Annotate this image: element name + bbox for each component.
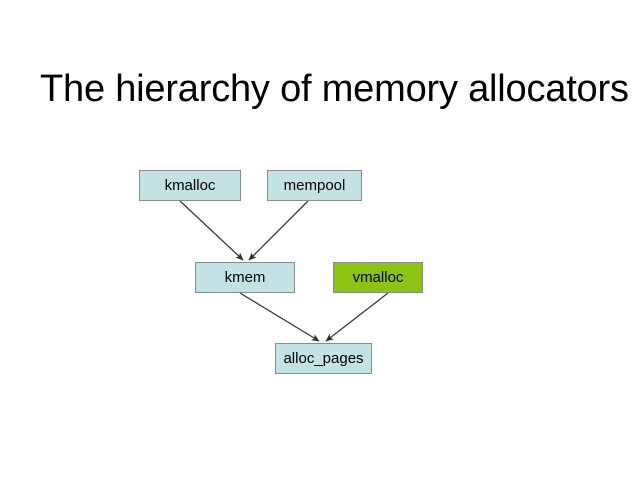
node-kmem[interactable]: kmem [195,262,295,293]
node-alloc_pages[interactable]: alloc_pages [275,343,372,374]
node-vmalloc[interactable]: vmalloc [333,262,423,293]
node-label-vmalloc: vmalloc [352,269,404,286]
node-label-mempool: mempool [283,177,346,194]
edge-vmalloc-to-alloc_pages [325,292,389,342]
node-label-kmem: kmem [224,269,266,286]
page-title: The hierarchy of memory allocators [40,68,629,111]
node-label-kmalloc: kmalloc [164,177,216,194]
edge-mempool-to-kmem [248,200,309,261]
node-kmalloc[interactable]: kmalloc [139,170,241,201]
edge-kmem-to-alloc_pages [239,292,320,342]
edge-kmalloc-to-kmem [179,200,244,261]
node-label-alloc_pages: alloc_pages [283,350,364,367]
node-mempool[interactable]: mempool [267,170,362,201]
